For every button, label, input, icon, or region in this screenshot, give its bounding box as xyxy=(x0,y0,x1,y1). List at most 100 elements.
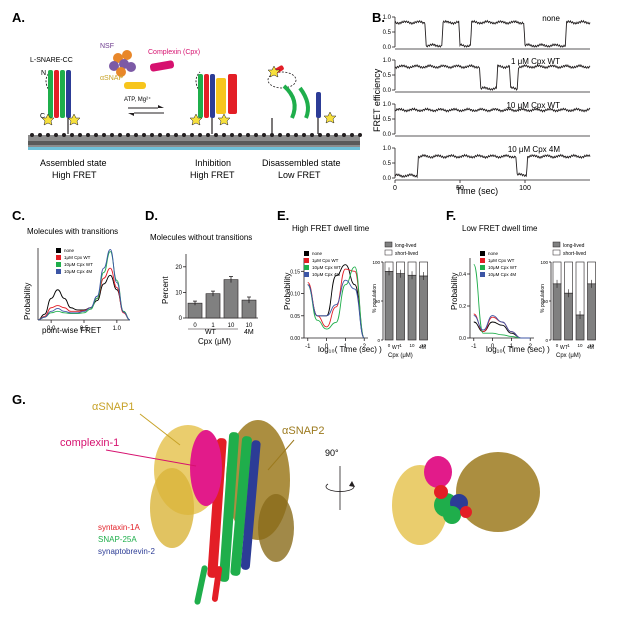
trace-y-tick-label: 0.5 xyxy=(383,161,392,167)
x-tick-label: 10 xyxy=(246,323,253,329)
disassembled-fret-label: Low FRET xyxy=(278,170,321,180)
legend-label: 1μM Cpx WT xyxy=(488,258,515,263)
asnap1-label: αSNAP1 xyxy=(92,401,134,413)
surface-dot xyxy=(318,133,322,137)
trace-y-tick-label: 1.0 xyxy=(383,146,392,152)
legend-label: 10μM Cpx 4M xyxy=(312,272,340,277)
synaptobrevin-helix xyxy=(240,440,261,570)
asnap1-pointer xyxy=(139,413,181,446)
snap25-helix xyxy=(219,432,240,582)
fluorophore-star xyxy=(217,113,231,126)
inset-bar-long-lived xyxy=(564,292,573,341)
inset-bar-long-lived xyxy=(419,275,428,341)
surface-dot xyxy=(294,133,298,137)
x-tick-label: 1.0 xyxy=(113,326,122,332)
surface-dot xyxy=(278,133,282,137)
y-tick-label: 0 xyxy=(179,316,183,322)
nsf-hexamer xyxy=(109,50,136,77)
legend-swatch xyxy=(480,265,485,270)
legend-swatch xyxy=(56,248,61,253)
trace-x-tick-label: 0 xyxy=(393,185,397,192)
x-tick-label: 1 xyxy=(510,344,514,350)
surface-dot xyxy=(182,133,186,137)
inset-x-tick-label: 10 xyxy=(410,343,416,348)
panel-e-inset-ylabel: % population xyxy=(372,284,378,313)
trace-y-tick-label: 1.0 xyxy=(383,58,392,64)
structure-side-view xyxy=(150,420,294,605)
bar xyxy=(205,293,221,319)
syntaxin-label: syntaxin-1A xyxy=(98,523,140,532)
panel-e-inset-xlabel: Cpx (μM) xyxy=(388,353,413,359)
inset-bar-long-lived xyxy=(552,283,562,341)
x-tick-label: 0 xyxy=(193,323,197,329)
surface-dot xyxy=(142,133,146,137)
surface-dot xyxy=(94,133,98,137)
surface-dot xyxy=(358,133,362,137)
surface-dot xyxy=(230,133,234,137)
asnap2-label: αSNAP2 xyxy=(282,425,324,437)
trace-y-tick-label: 1.0 xyxy=(383,102,392,108)
y-tick-label: 0.10 xyxy=(290,292,300,298)
series-line xyxy=(37,274,131,321)
panel-e-ylabel: Probability xyxy=(283,273,292,310)
surface-dot xyxy=(54,133,58,137)
x-tick-label: 1 xyxy=(344,344,348,350)
complexin-label: complexin-1 xyxy=(60,437,119,449)
surface-dot xyxy=(46,133,50,137)
panel-f-inset-xlabel: Cpx (μM) xyxy=(556,353,581,359)
series-line xyxy=(473,315,531,339)
panel-d-xlabel: Cpx (μM) xyxy=(198,337,231,346)
rotation-icon: 90° xyxy=(325,448,355,510)
inhibition-complex xyxy=(189,71,237,134)
trace-label: 1 μM Cpx WT xyxy=(511,57,560,66)
asnap-label: αSNAP xyxy=(100,75,123,82)
time-xlabel: Time (sec) xyxy=(456,186,498,196)
surface-dot xyxy=(30,133,34,137)
snap25-released xyxy=(282,84,297,119)
trace-label: 10 μM Cpx 4M xyxy=(508,145,561,154)
complexin-pointer xyxy=(105,449,197,467)
surface-tethers xyxy=(30,133,362,137)
legend-swatch xyxy=(304,272,309,277)
complexin-bound xyxy=(228,74,237,114)
surface-dot xyxy=(38,133,42,137)
panel-d-title: Molecules without transitions xyxy=(150,233,252,242)
surface-dot xyxy=(222,133,226,137)
surface-dot xyxy=(70,133,74,137)
x-tick-label: 0 xyxy=(325,344,329,350)
fret-trace-line xyxy=(394,107,591,113)
surface-dot xyxy=(62,133,66,137)
panel-a-letter: A. xyxy=(12,10,25,25)
surface-dot xyxy=(262,133,266,137)
inset-x-tick-label: 10 xyxy=(421,343,427,348)
trace-y-tick-label: 1.0 xyxy=(383,15,392,21)
fluorophore-star xyxy=(67,113,81,126)
trace-label: none xyxy=(542,14,560,23)
surface-dot xyxy=(270,133,274,137)
fret-trace-line xyxy=(394,63,591,91)
legend-label: 10μM Cpx 4M xyxy=(64,269,92,274)
inset-bar-long-lived xyxy=(407,274,417,341)
surface-dot xyxy=(238,133,242,137)
inset-x-tick-label: 0 xyxy=(556,343,559,348)
fluorophore-star xyxy=(323,111,337,124)
inset-x-tick-label: 0 xyxy=(388,343,391,348)
trace-y-tick-label: 0.0 xyxy=(383,45,392,51)
assembled-snare-complex: N C L-SNARE-CC xyxy=(30,57,81,134)
assembled-state-label: Assembled state xyxy=(40,158,107,168)
panel-d: D. Molecules without transitions Percent… xyxy=(145,208,258,346)
panel-b-letter: B. xyxy=(372,10,385,25)
inset-y-tick-label: 50 xyxy=(543,299,549,304)
panel-c-ylabel: Probability xyxy=(23,283,32,320)
panel-d-ylabel: Percent xyxy=(161,276,170,304)
legend-swatch xyxy=(56,262,61,267)
surface-dot xyxy=(86,133,90,137)
trace-y-tick-label: 0.5 xyxy=(383,73,392,79)
assembled-fret-label: High FRET xyxy=(52,170,97,180)
surface-dot xyxy=(134,133,138,137)
disassembled-label: Disassembled state xyxy=(262,158,341,168)
legend-label: 10μM Cpx 4M xyxy=(488,272,516,277)
